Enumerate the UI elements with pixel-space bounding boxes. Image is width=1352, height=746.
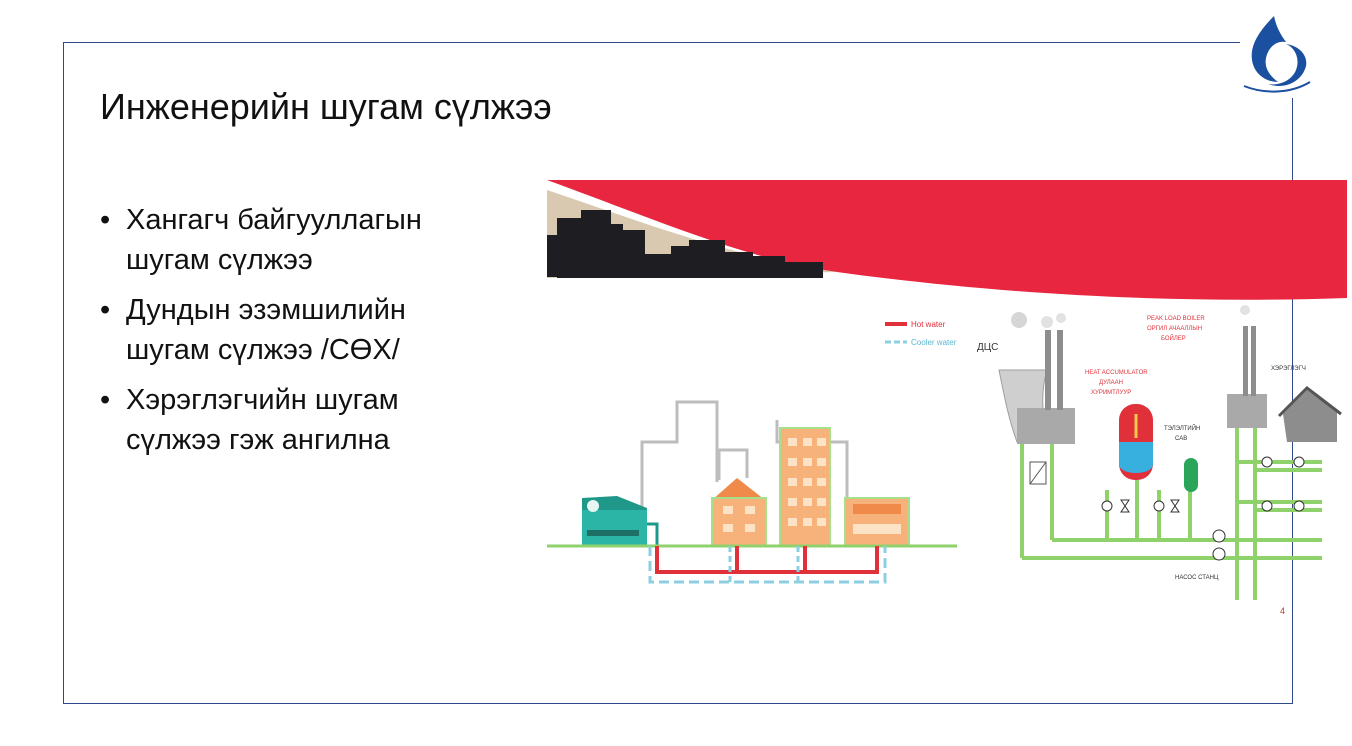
heat-accumulator-icon [1119,404,1153,480]
power-plant-icon [998,312,1075,444]
bullet-item: • Хэрэглэгчийн шугам сүлжээ гэж ангилна [100,380,520,460]
bullet-line: Дундын эзэмшилийн [126,294,406,326]
plant-label: ДЦС [977,342,998,353]
bullet-line: шугам сүлжээ /СӨХ/ [126,334,400,366]
bullet-line: Хэрэглэгчийн шугам [126,384,399,416]
cool-pipe [648,546,887,584]
legend-cool-label: Cooler water [911,338,957,347]
accumulator-label: ДУЛААН [1099,380,1123,386]
consumer-label: ХЭРЭГЛЭГЧ [1271,366,1306,372]
bullet-line: Хангагч байгууллагын [126,204,422,236]
city-outline [717,448,749,480]
legend-hot-label: Hot water [911,320,946,329]
pump-station-label: НАСОС СТАНЦ [1175,575,1219,581]
bullet-dot: • [100,204,111,236]
bullet-dot: • [100,384,111,416]
house-small-icon [711,478,767,547]
bullet-item: • Дундын эзэмшилийн шугам сүлжээ /СӨХ/ [100,290,520,370]
slide-title: Инженерийн шугам сүлжээ [100,86,552,127]
bullet-line: шугам сүлжээ [126,244,313,276]
bullet-dot: • [100,294,111,326]
slide-number: 4 [1280,606,1286,616]
city-outline [640,400,719,510]
green-pipe-network [1020,420,1322,600]
pump-icon [1212,456,1305,561]
consumer-house-icon [1277,386,1342,442]
company-logo [1240,12,1312,98]
hot-pipe [655,546,879,574]
district-heating-illustration: Hot water Cooler water ДЦС HEAT ACCUMULA… [547,180,1347,600]
city-outline [827,440,889,502]
accumulator-label: HEAT ACCUMULATOR [1085,370,1148,376]
boiler-label: ОРГИЛ АЧААЛЛЫН [1147,326,1202,332]
banner-red [547,180,1347,300]
drop-logo-icon [1243,16,1311,93]
bullet-item: • Хангагч байгууллагын шугам сүлжээ [100,200,520,280]
boiler-label: БОЙЛЕР [1161,334,1186,342]
accumulator-label: ХУРИМТЛУУР [1091,390,1131,396]
skyline-buildings [547,210,823,278]
low-building-icon [844,497,910,547]
tank-label: САВ [1175,436,1187,442]
tank-label: ТЭЛЭЛТИЙН [1164,424,1200,432]
expansion-tank-icon [1184,458,1198,492]
heating-plant-icon [582,496,659,546]
valve-icon [1101,499,1180,513]
peak-boiler-icon [1227,305,1267,428]
slide-frame [63,42,1293,704]
boiler-label: PEAK LOAD BOILER [1147,316,1205,322]
heat-exchanger-icon [1029,461,1047,485]
bullet-list: • Хангагч байгууллагын шугам сүлжээ • Дунды… [100,200,520,470]
apartment-tower-icon [779,427,831,547]
bullet-line: сүлжээ гэж ангилна [126,424,390,456]
